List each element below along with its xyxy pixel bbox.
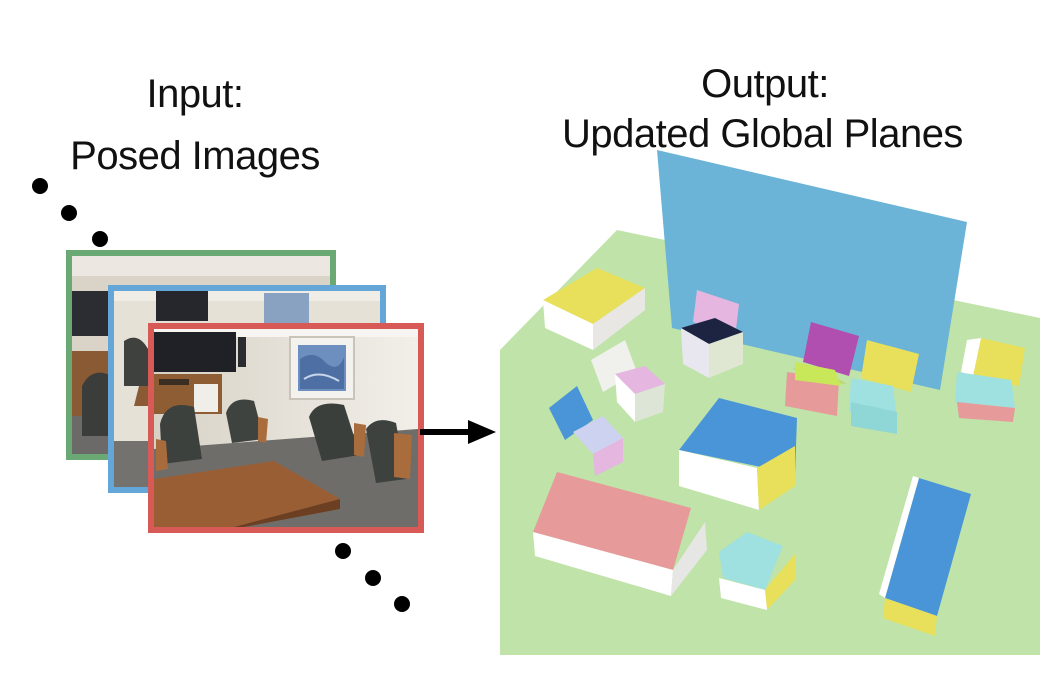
chair-blue-left [549,386,623,476]
box-yellow-pink-right [955,338,1025,422]
posed-image-front [148,323,424,533]
box-yellow-cyan-center [849,340,919,434]
box-cyan-bottom [719,532,795,610]
dot [365,570,381,586]
dot [61,205,77,221]
global-planes-scene [495,150,1040,655]
arrow-right-icon [420,417,498,447]
output-title-line1: Output: [701,62,829,106]
input-title-line2: Posed Images [70,134,320,178]
dot [335,543,351,559]
sofa-pink [533,472,707,596]
table-blue-center [679,398,797,510]
sofa-blue-right [879,476,971,636]
chair-white-left [591,340,665,422]
room-photo-front [154,329,418,527]
box-magenta-cluster [785,322,859,416]
box-yellow-left [543,268,645,350]
dot [394,596,410,612]
input-title-line1: Input: [146,72,244,116]
chair-lavender [681,290,743,378]
dot [92,231,108,247]
dot [32,178,48,194]
planes-3d-render [500,150,1040,655]
output-title-line2: Updated Global Planes [562,112,963,156]
